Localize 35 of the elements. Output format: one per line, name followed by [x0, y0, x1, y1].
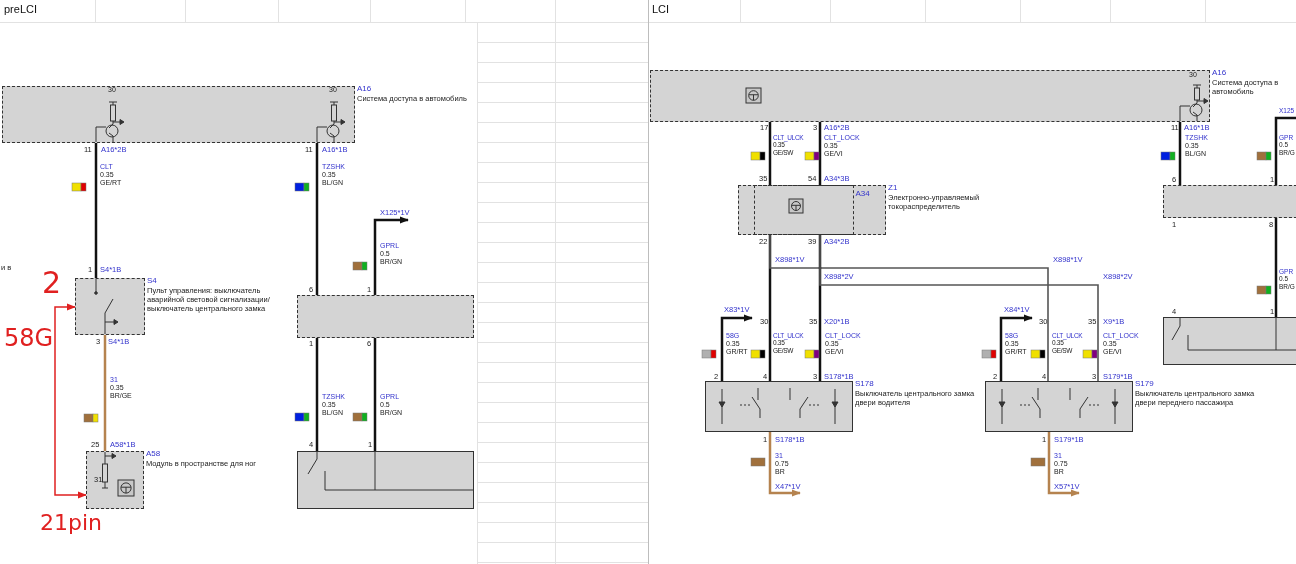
arrow — [999, 314, 1033, 381]
wire — [1274, 218, 1278, 317]
arrow — [720, 314, 753, 381]
component-code: S179 — [1135, 379, 1154, 389]
component-box — [1163, 317, 1296, 365]
component-box — [1163, 185, 1296, 218]
component-box — [297, 295, 474, 338]
component-code: Z1 — [888, 183, 898, 193]
wire — [769, 234, 1049, 382]
wire — [103, 335, 107, 451]
handwritten-note: 58G — [4, 326, 54, 350]
component-code: S4 — [147, 276, 157, 286]
component-code: S178 — [855, 379, 874, 389]
wire — [94, 143, 98, 278]
component-code: A16 — [357, 84, 372, 94]
wire — [819, 234, 1099, 382]
wire — [1274, 116, 1296, 185]
component-code: A16 — [1212, 68, 1227, 78]
arrow — [54, 303, 87, 499]
component-box — [297, 451, 474, 509]
component-code: A58 — [146, 449, 161, 459]
wire — [373, 338, 377, 451]
sheet-header: preLCI — [4, 4, 38, 15]
arrow — [373, 216, 409, 295]
wire — [315, 143, 319, 295]
wire — [1178, 122, 1182, 185]
arrow — [1047, 432, 1080, 497]
wire — [315, 338, 319, 451]
wire — [818, 122, 822, 185]
handwritten-note: 2 — [42, 268, 62, 298]
component-code: A34 — [855, 188, 870, 199]
wire — [768, 122, 772, 185]
handwritten-note: 21pin — [40, 512, 102, 534]
arrow — [768, 432, 801, 497]
sheet-header: LCI — [652, 4, 670, 15]
